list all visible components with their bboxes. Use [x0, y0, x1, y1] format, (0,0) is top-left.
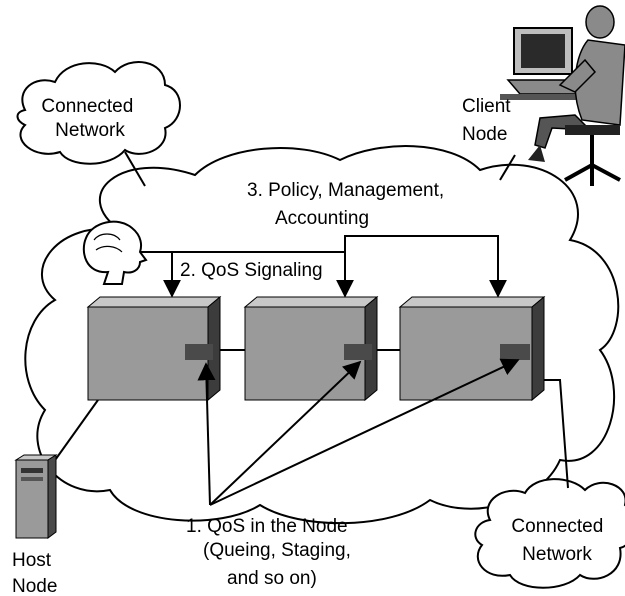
qos-in-node-label: 1. QoS in the Node (Queing, Staging, and…: [186, 516, 356, 589]
network-node-3: [398, 295, 546, 402]
connected-network-bottom-label: Connected Network: [511, 516, 608, 565]
connected-network-top-label: Connected Network: [41, 96, 138, 141]
network-node-1: [86, 295, 222, 402]
human-head-icon: [82, 220, 148, 285]
connected-network-top-cloud: [16, 61, 181, 165]
server-tower-icon: [14, 454, 58, 539]
network-node-2: [243, 295, 379, 402]
link-client-node: [499, 154, 516, 181]
qos-signaling-label: 2. QoS Signaling: [180, 260, 323, 281]
qos-arrow-node1: [197, 362, 216, 506]
policy-label: 3. Policy, Management, Accounting: [247, 180, 449, 229]
link-top-cloud: [124, 151, 146, 187]
link-bottom-cloud: [540, 379, 569, 489]
node-2-port: [344, 344, 372, 360]
connected-network-bottom-cloud: [474, 478, 625, 589]
client-node-label: Client Node: [462, 96, 516, 145]
node-3-port: [500, 344, 530, 360]
signaling-arrow-node3: [344, 235, 507, 298]
qos-arrow-node2: [209, 360, 362, 506]
qos-arrow-node3: [209, 358, 520, 506]
host-node-label: Host Node: [12, 550, 57, 596]
node-1-port: [185, 344, 213, 360]
person-at-computer-icon: [500, 5, 625, 186]
